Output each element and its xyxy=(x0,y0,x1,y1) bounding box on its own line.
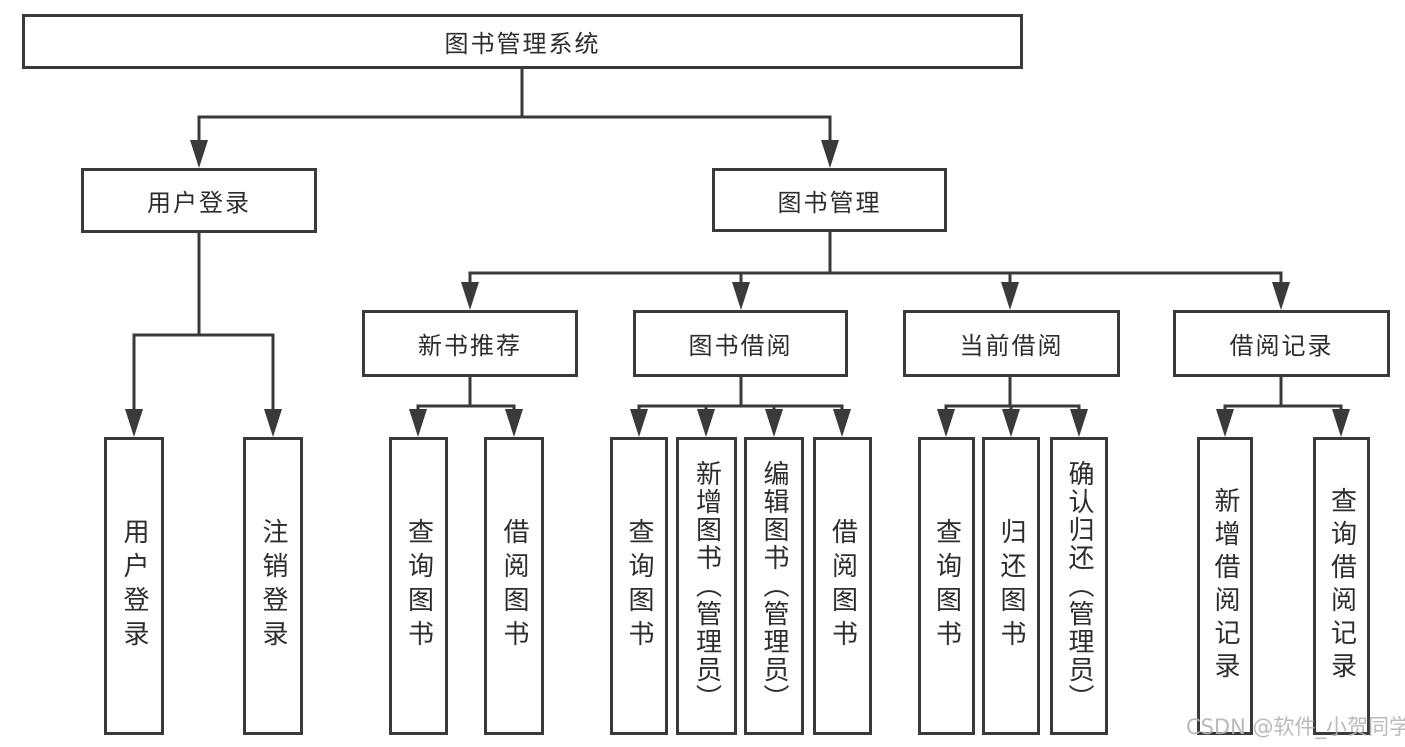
node-leaf-logout-label: 注销登录 xyxy=(258,518,288,654)
arrowhead-icon xyxy=(833,409,851,437)
arrowhead-icon xyxy=(732,282,750,310)
arrowhead-icon xyxy=(630,409,648,437)
node-leaf-query-books-2: 查询图书 xyxy=(610,437,668,735)
node-leaf-query-borrow-record: 查询借阅记录 xyxy=(1313,437,1370,735)
watermark: CSDN @软件_小贺同学 xyxy=(1186,715,1405,739)
node-current-borrowing-label: 当前借阅 xyxy=(959,332,1064,360)
wire-current-borrowing-to-leaves xyxy=(937,377,1088,437)
node-leaf-confirm-return-admin: 确认归还（管理员） xyxy=(1050,437,1108,735)
node-leaf-query-books-3-label: 查询图书 xyxy=(931,518,962,654)
wire-new-book-recommend-to-leaves xyxy=(409,377,523,437)
node-leaf-borrow-books-2-label: 借阅图书 xyxy=(827,518,858,654)
wire-book-management-to-level3 xyxy=(461,232,1290,310)
wire-root-to-level2 xyxy=(190,69,839,168)
arrowhead-icon xyxy=(697,409,715,437)
arrowhead-icon xyxy=(765,409,783,437)
node-leaf-edit-books-admin: 编辑图书（管理员） xyxy=(744,437,804,735)
arrowhead-icon xyxy=(1216,409,1234,437)
arrowhead-icon xyxy=(505,409,523,437)
node-leaf-query-borrow-record-label: 查询借阅记录 xyxy=(1326,487,1357,685)
node-leaf-logout: 注销登录 xyxy=(243,437,303,735)
node-leaf-query-books-2-label: 查询图书 xyxy=(624,518,654,654)
node-leaf-add-books-admin: 新增图书（管理员） xyxy=(676,437,737,735)
arrowhead-icon xyxy=(125,409,143,437)
node-new-book-recommend-label: 新书推荐 xyxy=(418,332,522,360)
node-borrowing-records: 借阅记录 xyxy=(1173,310,1390,377)
node-leaf-borrow-books-1: 借阅图书 xyxy=(484,437,544,735)
wire-book-borrowing-to-leaves xyxy=(630,377,851,437)
node-leaf-return-books-label: 归还图书 xyxy=(996,518,1026,654)
node-leaf-add-borrow-record: 新增借阅记录 xyxy=(1197,437,1253,735)
node-leaf-user-login: 用户登录 xyxy=(104,437,164,735)
node-user-login: 用户登录 xyxy=(81,168,317,233)
arrowhead-icon xyxy=(821,140,839,168)
node-root-label: 图书管理系统 xyxy=(444,30,601,58)
node-leaf-borrow-books-1-label: 借阅图书 xyxy=(499,518,529,654)
node-book-management-label: 图书管理 xyxy=(777,188,882,217)
arrowhead-icon xyxy=(1002,409,1020,437)
arrowhead-icon xyxy=(1332,409,1350,437)
arrowhead-icon xyxy=(264,409,282,437)
wire-user-login-to-leaves xyxy=(125,233,282,437)
wire-borrowing-records-to-leaves xyxy=(1216,377,1350,437)
arrowhead-icon xyxy=(1272,282,1290,310)
node-leaf-borrow-books-2: 借阅图书 xyxy=(813,437,872,735)
node-book-borrowing-label: 图书借阅 xyxy=(688,332,793,360)
node-leaf-confirm-return-admin-label: 确认归还（管理员） xyxy=(1064,460,1094,712)
arrowhead-icon xyxy=(190,140,208,168)
node-root: 图书管理系统 xyxy=(22,14,1023,69)
node-leaf-query-books-1: 查询图书 xyxy=(389,437,448,735)
node-leaf-add-books-admin-label: 新增图书（管理员） xyxy=(691,460,722,712)
arrowhead-icon xyxy=(409,409,427,437)
node-leaf-add-borrow-record-label: 新增借阅记录 xyxy=(1210,487,1240,685)
node-leaf-query-books-1-label: 查询图书 xyxy=(403,518,434,654)
arrowhead-icon xyxy=(1070,409,1088,437)
node-new-book-recommend: 新书推荐 xyxy=(362,310,578,377)
node-borrowing-records-label: 借阅记录 xyxy=(1229,332,1334,360)
node-leaf-user-login-label: 用户登录 xyxy=(119,518,149,654)
arrowhead-icon xyxy=(1001,282,1019,310)
node-current-borrowing: 当前借阅 xyxy=(903,310,1120,377)
node-book-borrowing: 图书借阅 xyxy=(633,310,848,377)
node-leaf-query-books-3: 查询图书 xyxy=(918,437,975,735)
node-leaf-edit-books-admin-label: 编辑图书（管理员） xyxy=(759,460,789,712)
node-book-management: 图书管理 xyxy=(712,168,947,232)
node-leaf-return-books: 归还图书 xyxy=(982,437,1040,735)
arrowhead-icon xyxy=(937,409,955,437)
arrowhead-icon xyxy=(461,282,479,310)
node-user-login-label: 用户登录 xyxy=(147,189,251,217)
